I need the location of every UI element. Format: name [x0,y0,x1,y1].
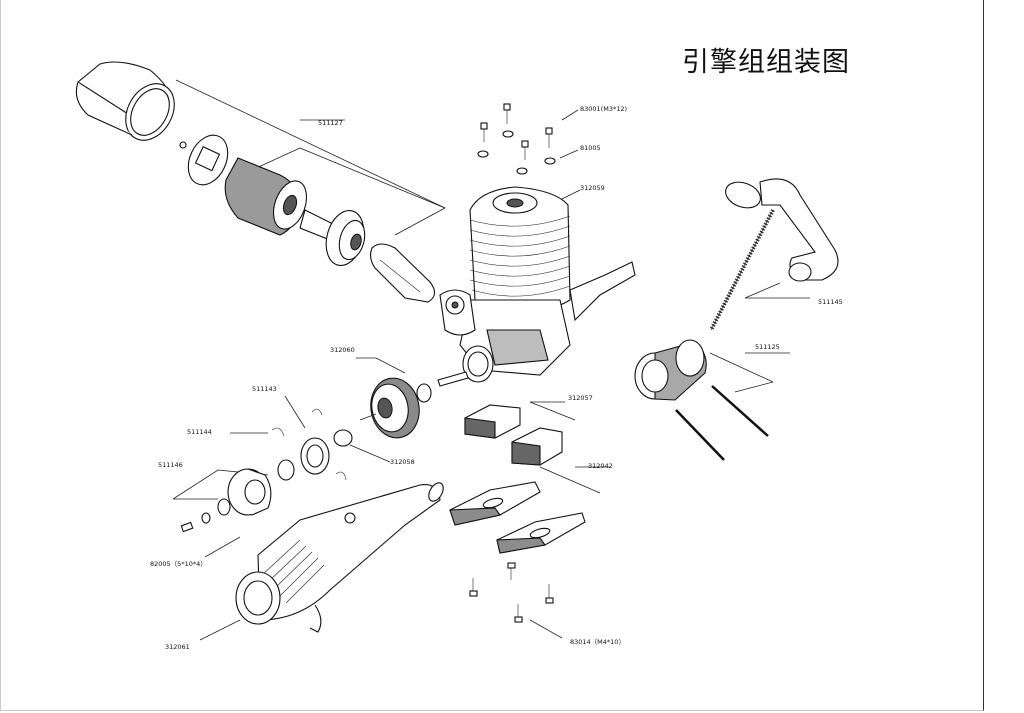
air-filter-housing [75,61,175,141]
part-label-83001: 83001(M3*12) [580,105,628,113]
part-label-511146: 511146 [158,461,183,469]
part-label-81005: 81005 [580,144,601,152]
part-label-511143: 511143 [252,385,277,393]
part-label-83014: 83014（M4*10） [570,638,625,646]
flywheel [359,377,432,439]
exhaust-manifold [709,178,839,331]
part-label-312057: 312057 [568,394,593,402]
foam-filter [224,157,308,236]
part-label-511145: 511145 [818,298,843,306]
head-screws [477,103,556,175]
mount-screws [469,562,554,623]
filter-mount [299,209,366,266]
part-label-312058: 312058 [390,458,415,466]
exhaust-pipe [235,482,444,633]
part-label-312059: 312059 [580,184,605,192]
filter-back-plate [179,134,229,186]
engine-mounts [464,404,563,466]
part-label-312061: 312061 [165,643,190,651]
silencer-coupler [634,339,769,461]
part-label-511125: 511125 [755,343,780,351]
engine-block [437,186,636,387]
clutch-assembly [271,408,353,481]
part-label-312060: 312060 [330,346,355,354]
clutch-bell [180,468,272,533]
part-label-82005: 82005（5*10*4） [150,560,207,568]
diagram-title: 引擎组组装图 [682,47,850,78]
part-label-511127: 511127 [318,119,343,127]
leader-lines [172,79,810,641]
mount-plates [449,481,586,554]
drawing-frame [0,0,984,711]
intake-tube [369,243,436,303]
part-label-312042: 312042 [588,462,613,470]
part-label-511144: 511144 [187,428,212,436]
